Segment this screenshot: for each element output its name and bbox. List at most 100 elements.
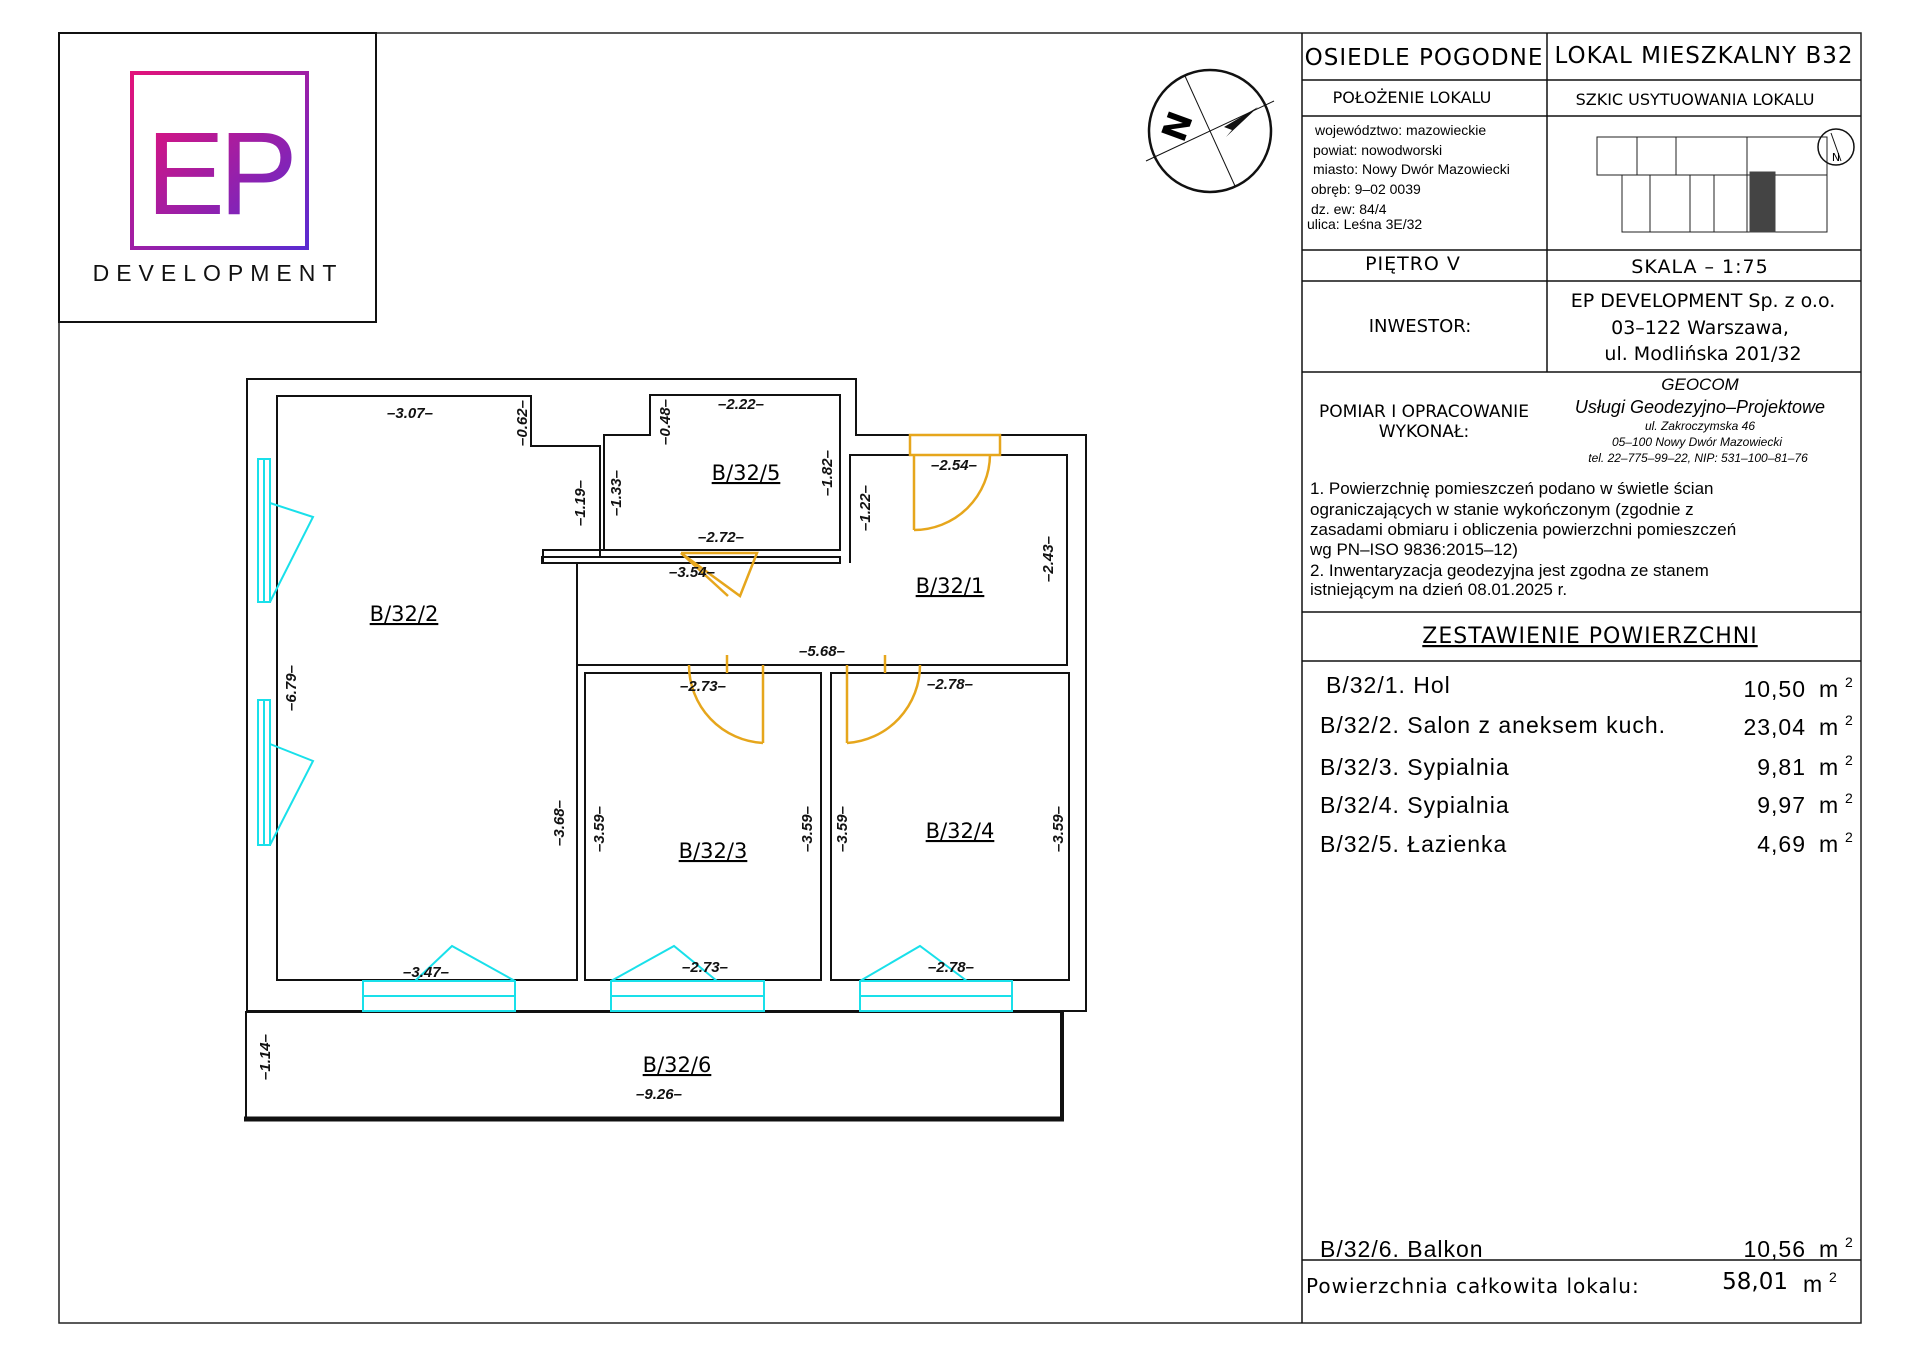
location-street: ulica: Leśna 3E/32 <box>1307 216 1422 232</box>
dim-label: –2.78– <box>927 676 973 693</box>
windows <box>257 458 1013 1012</box>
room-label-bedroom4: B/32/4 <box>926 819 995 843</box>
room-label-balcony: B/32/6 <box>643 1053 712 1077</box>
room-label-hol: B/32/1 <box>916 574 985 598</box>
unit-m: m <box>1819 1236 1838 1262</box>
dim-label: –1.14– <box>257 1034 274 1080</box>
contractor-service: Usługi Geodezyjno–Projektowe <box>1575 397 1825 417</box>
summary-row-name: B/32/3. Sypialnia <box>1320 754 1510 780</box>
summary-balcony-area: 10,56 <box>1743 1236 1806 1262</box>
logo-letters: EP <box>146 108 292 240</box>
dim-label: –1.22– <box>857 485 874 531</box>
compass-pointer <box>1224 107 1258 137</box>
summary-balcony-name: B/32/6. Balkon <box>1320 1236 1484 1262</box>
unit-exp: 2 <box>1829 1269 1837 1285</box>
sketch-heading: SZKIC USYTUOWANIA LOKALU <box>1576 90 1815 109</box>
dim-label: –3.59– <box>799 806 816 852</box>
note-line: zasadami obmiaru i obliczenia powierzchn… <box>1310 520 1736 539</box>
unit-m: m <box>1819 792 1838 818</box>
floor-plan: B/32/1 B/32/2 B/32/3 B/32/4 B/32/5 B/32/… <box>244 378 1087 1122</box>
hol-outline <box>577 454 1068 666</box>
dimension-labels: –3.07– –0.62– –1.19– –6.79– –3.47– –3.68… <box>257 396 1067 1103</box>
summary-row-name: B/32/2. Salon z aneksem kuch. <box>1320 712 1666 738</box>
north-arrow: N <box>1145 68 1275 194</box>
sketch-north-letter: N <box>1832 151 1840 164</box>
logo-frame <box>58 32 377 323</box>
room-label-bathroom: B/32/5 <box>712 461 781 485</box>
summary-row-name: B/32/1. Hol <box>1326 672 1451 698</box>
scale-label: SKALA – 1:75 <box>1631 256 1768 278</box>
window-bedroom4-bottom <box>859 944 1013 1012</box>
salon-outline <box>276 395 601 981</box>
compass-axis-cross <box>1184 75 1236 187</box>
contractor-street: ul. Zakroczymska 46 <box>1645 419 1755 433</box>
door-bathroom <box>680 551 759 598</box>
company-logo: EP DEVELOPMENT <box>58 32 377 323</box>
sheet-frame <box>58 32 1862 1324</box>
dim-label: –2.73– <box>682 959 728 976</box>
estate-name: OSIEDLE POGODNE <box>1305 45 1544 71</box>
window-left-lower <box>257 699 315 846</box>
contractor-name: GEOCOM <box>1661 375 1739 394</box>
bedroom3-outline <box>584 672 822 981</box>
door-bedroom3 <box>687 655 765 745</box>
unit-m: m <box>1803 1271 1822 1297</box>
dim-label: –1.19– <box>572 480 589 526</box>
dim-label: –2.72– <box>698 529 744 546</box>
unit-m: m <box>1819 676 1838 702</box>
sketch-north-icon: N <box>1817 128 1855 166</box>
location-sketch <box>1596 136 1828 233</box>
bathroom-wall-bottom <box>542 556 841 564</box>
bathroom-outline <box>603 394 841 551</box>
dim-label: –2.78– <box>928 959 974 976</box>
doors <box>680 433 1002 745</box>
window-salon-bottom <box>362 944 516 1012</box>
location-details: województwo: mazowieckie powiat: nowodwo… <box>1307 122 1510 232</box>
dim-label: –2.43– <box>1040 536 1057 582</box>
door-bedroom4 <box>845 655 922 745</box>
summary-row-name: B/32/5. Łazienka <box>1320 831 1507 857</box>
title-block <box>1301 33 1861 1323</box>
summary-row-area: 9,81 <box>1757 754 1806 780</box>
note-line: ograniczających w stanie wykończonym (zg… <box>1310 500 1694 519</box>
notes: 1. Powierzchnię pomieszczeń podano w świ… <box>1309 479 1736 599</box>
contractor-details: GEOCOM Usługi Geodezyjno–Projektowe ul. … <box>1575 375 1825 465</box>
dim-label: –5.68– <box>799 643 845 660</box>
unit-name: LOKAL MIESZKALNY B32 <box>1555 43 1854 69</box>
investor-label: INWESTOR: <box>1369 316 1472 337</box>
unit-exp: 2 <box>1845 1234 1853 1250</box>
dim-label: –2.54– <box>931 457 977 474</box>
window-left-upper <box>257 458 315 603</box>
unit-exp: 2 <box>1845 674 1853 690</box>
dim-label: –3.68– <box>551 800 568 846</box>
dim-label: –3.47– <box>403 964 449 981</box>
summary-row-area: 4,69 <box>1757 831 1806 857</box>
contractor-label-line2: WYKONAŁ: <box>1379 422 1469 442</box>
dim-label: –2.73– <box>680 678 726 695</box>
contractor-label-line1: POMIAR I OPRACOWANIE <box>1319 402 1529 422</box>
note-line: 1. Powierzchnię pomieszczeń podano w świ… <box>1310 479 1713 498</box>
unit-m: m <box>1819 714 1838 740</box>
summary-row-area: 9,97 <box>1757 792 1806 818</box>
location-heading: POŁOŻENIE LOKALU <box>1333 88 1492 107</box>
note-line: istniejącym na dzień 08.01.2025 r. <box>1310 580 1567 599</box>
logo-company-word: DEVELOPMENT <box>93 260 344 286</box>
dim-label: –0.48– <box>657 399 674 445</box>
area-summary: B/32/1. Hol 10,50 B/32/2. Salon z anekse… <box>1320 672 1806 1262</box>
location-precinct: obręb: 9–02 0039 <box>1311 181 1421 197</box>
summary-row-area: 10,50 <box>1743 676 1806 702</box>
compass-circle <box>1147 68 1273 194</box>
dim-label: –0.62– <box>514 400 531 446</box>
dim-label: –9.26– <box>636 1086 682 1103</box>
investor-street: ul. Modlińska 201/32 <box>1604 343 1801 365</box>
location-voivodeship: województwo: mazowieckie <box>1314 122 1486 138</box>
location-county: powiat: nowodworski <box>1313 142 1442 158</box>
dim-label: –1.33– <box>608 470 625 516</box>
summary-row-name: B/32/4. Sypialnia <box>1320 792 1510 818</box>
investor-city: 03–122 Warszawa, <box>1611 317 1789 339</box>
contractor-city: 05–100 Nowy Dwór Mazowiecki <box>1612 435 1782 449</box>
room-label-bedroom3: B/32/3 <box>679 839 748 863</box>
investor-company: EP DEVELOPMENT Sp. z o.o. <box>1571 290 1836 312</box>
